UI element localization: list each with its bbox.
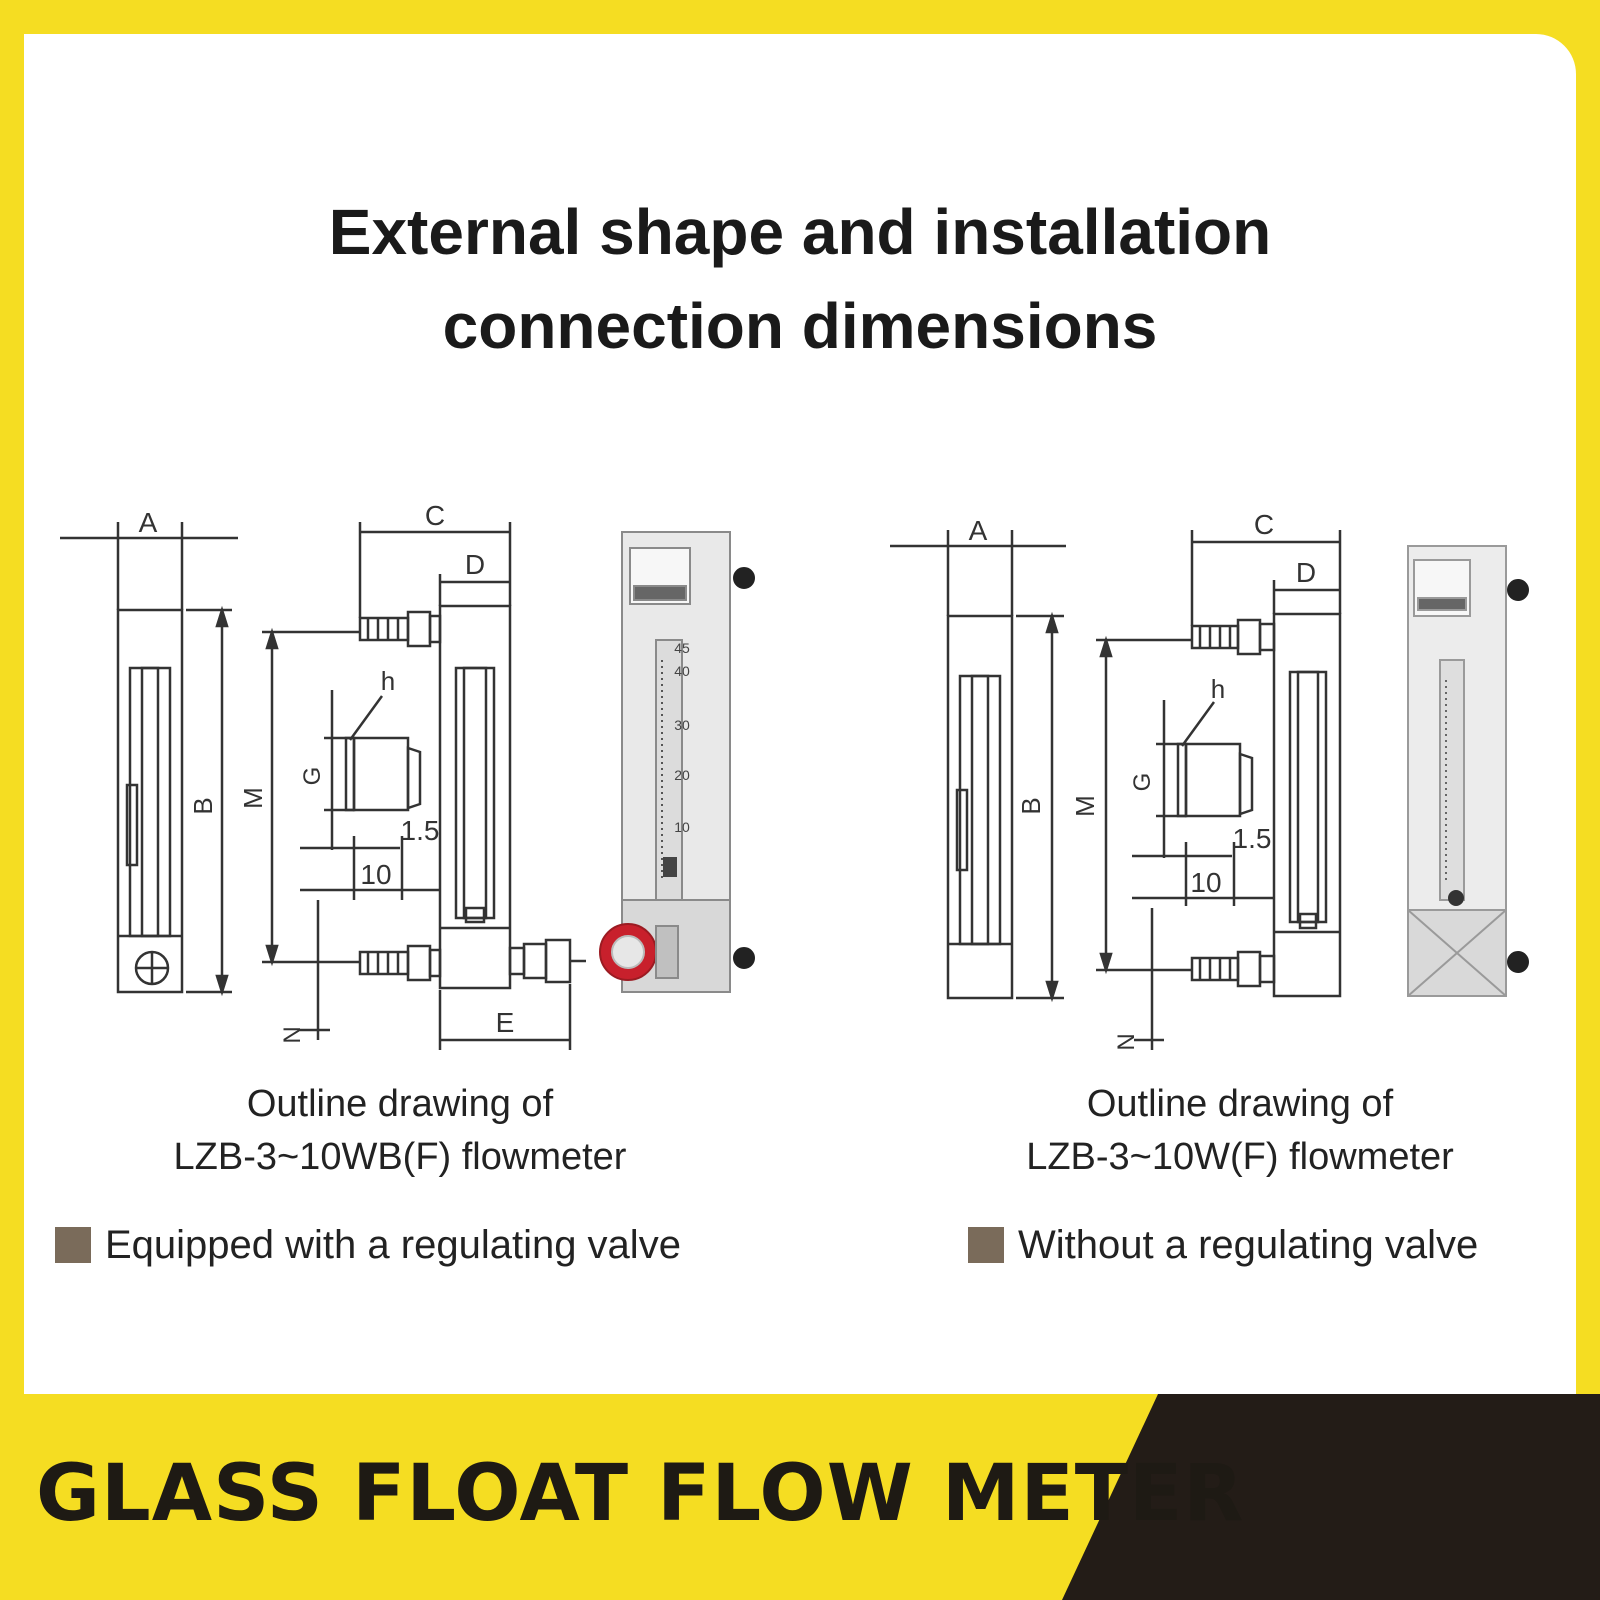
left-label-G: G <box>299 767 326 786</box>
right-caption-line2: LZB-3~10W(F) flowmeter <box>1026 1136 1454 1178</box>
right-caption-line1: Outline drawing of <box>1086 1083 1394 1125</box>
right-label-10: 10 <box>1190 867 1221 898</box>
right-front-view <box>890 530 1066 1003</box>
left-side-view <box>262 522 586 1050</box>
left-label-1-5: 1.5 <box>401 815 440 846</box>
left-label-C: C <box>425 500 445 531</box>
left-front-view <box>60 522 238 997</box>
left-label-E: E <box>496 1007 515 1038</box>
right-side-view <box>1096 530 1342 1050</box>
right-product-photo <box>1407 545 1529 997</box>
banner-dark-band <box>1062 1394 1600 1600</box>
left-label-D: D <box>465 549 485 580</box>
right-label-G: G <box>1129 773 1156 792</box>
left-label-B: B <box>188 797 218 814</box>
square-bullet-icon <box>968 1227 1004 1263</box>
right-label-C: C <box>1254 509 1274 540</box>
scale-label-40: 40 <box>674 663 690 679</box>
left-note-text: Equipped with a regulating valve <box>105 1223 681 1267</box>
left-label-N: N <box>279 1026 306 1043</box>
banner-title: GLASS FLOAT FLOW METER <box>36 1449 1245 1539</box>
scale-label-10: 10 <box>674 819 690 835</box>
right-label-1-5: 1.5 <box>1233 823 1272 854</box>
left-caption-line1: Outline drawing of <box>246 1083 554 1125</box>
right-note: Without a regulating valve <box>968 1225 1478 1265</box>
right-label-B: B <box>1016 797 1046 814</box>
scale-label-30: 30 <box>674 717 690 733</box>
right-drawing: A B <box>890 509 1529 1051</box>
right-label-h: h <box>1211 674 1225 704</box>
left-label-M: M <box>238 787 268 809</box>
left-label-A: A <box>139 507 158 538</box>
right-label-N: N <box>1113 1033 1140 1050</box>
left-drawing: A B <box>60 500 755 1050</box>
square-bullet-icon <box>55 1227 91 1263</box>
scale-label-45: 45 <box>674 640 690 656</box>
left-product-photo <box>599 531 755 993</box>
left-caption-line2: LZB-3~10WB(F) flowmeter <box>173 1136 627 1178</box>
left-note: Equipped with a regulating valve <box>55 1225 681 1265</box>
right-label-D: D <box>1296 557 1316 588</box>
page-title-line1: External shape and installation <box>328 196 1272 268</box>
right-label-M: M <box>1070 795 1100 817</box>
right-note-text: Without a regulating valve <box>1018 1223 1479 1267</box>
right-label-A: A <box>969 515 988 546</box>
left-label-10: 10 <box>360 859 391 890</box>
left-label-h: h <box>381 666 395 696</box>
scale-label-20: 20 <box>674 767 690 783</box>
page-title-line2: connection dimensions <box>442 290 1158 362</box>
